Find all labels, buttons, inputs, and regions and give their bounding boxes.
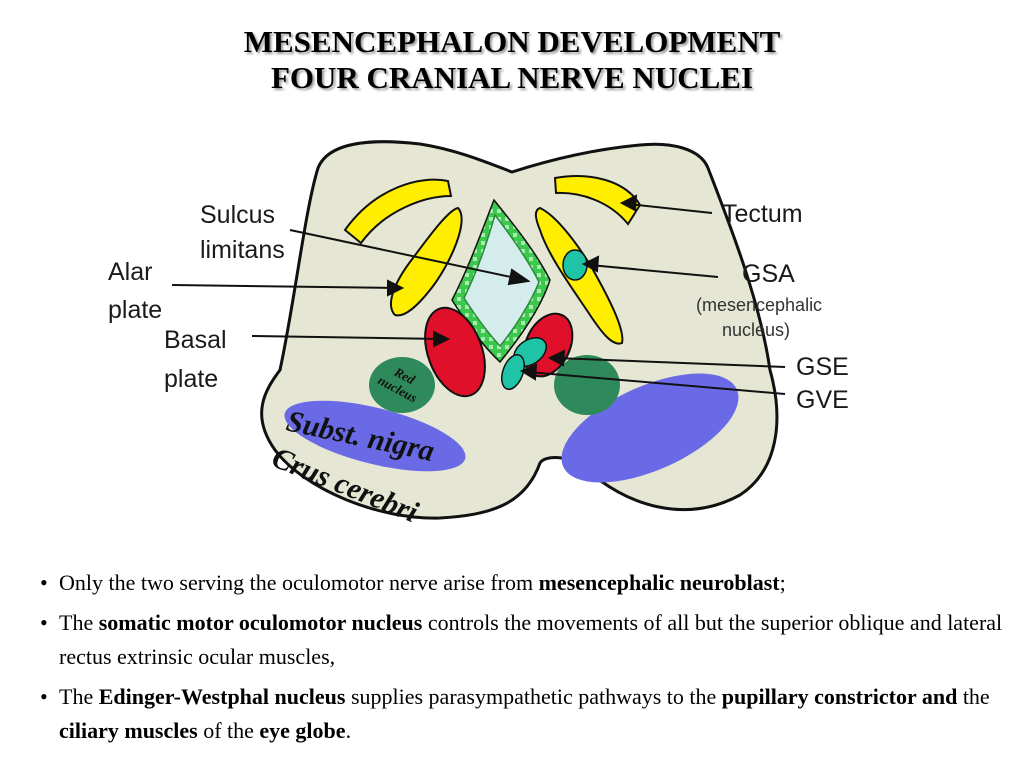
bullet-list: Only the two serving the oculomotor nerv… xyxy=(40,566,1020,754)
pointer-gsa xyxy=(589,264,719,278)
pointer-basal xyxy=(251,335,444,340)
gve-nucleus xyxy=(501,353,525,391)
tectum-left xyxy=(343,178,453,245)
label-tectum: Tectum xyxy=(722,200,803,228)
alar-plate-left xyxy=(390,206,463,317)
pointer-gse xyxy=(554,357,786,368)
pointer-tectum xyxy=(627,203,713,214)
substantia-nigra-left xyxy=(284,400,466,472)
slide-title: MESENCEPHALON DEVELOPMENT FOUR CRANIAL N… xyxy=(0,24,1024,96)
title-line-1: MESENCEPHALON DEVELOPMENT xyxy=(243,24,781,59)
title-line-2: FOUR CRANIAL NERVE NUCLEI xyxy=(270,60,754,95)
label-gsa-sub-line-2: nucleus) xyxy=(722,320,790,340)
bullet-item-2: The somatic motor oculomotor nucleus con… xyxy=(40,606,1020,674)
pointer-sulcus xyxy=(289,229,526,281)
label-sulcus-line-1: Sulcus xyxy=(200,201,275,229)
arrowhead-gse xyxy=(547,349,566,367)
label-gse: GSE xyxy=(796,353,849,381)
red-nucleus-right xyxy=(554,355,620,415)
pointer-alar xyxy=(171,284,399,289)
arrowhead-tectum xyxy=(619,194,638,212)
arrowhead-alar xyxy=(387,279,405,297)
cerebral-aqueduct xyxy=(463,213,540,348)
arrowhead-gsa xyxy=(581,255,600,273)
label-gsa-sub-line-1: (mesencephalic xyxy=(696,295,822,315)
label-basal-line-1: Basal xyxy=(164,326,227,354)
bullet-item-1: Only the two serving the oculomotor nerv… xyxy=(40,566,1020,600)
arrowhead-basal xyxy=(433,330,451,348)
label-gve: GVE xyxy=(796,386,849,414)
red-nucleus xyxy=(369,357,435,413)
basal-plate-left xyxy=(424,306,486,398)
mesencephalon-diagram: Sulcus limitans Alar plate Basal plate T… xyxy=(108,140,849,529)
arrowhead-gve xyxy=(519,363,538,381)
label-alar-line-1: Alar xyxy=(108,258,152,286)
gsa-nucleus xyxy=(562,249,588,281)
label-gsa: GSA xyxy=(742,260,795,288)
tectum-right xyxy=(553,175,642,226)
arrowhead-sulcus xyxy=(507,268,531,286)
label-sulcus-line-2: limitans xyxy=(200,236,285,264)
label-alar-line-2: plate xyxy=(108,296,162,324)
pointer-gve xyxy=(527,371,786,395)
bullet-item-3: The Edinger-Westphal nucleus supplies pa… xyxy=(40,680,1020,748)
label-basal-line-2: plate xyxy=(164,365,218,393)
crus-cerebri-right xyxy=(561,373,739,483)
